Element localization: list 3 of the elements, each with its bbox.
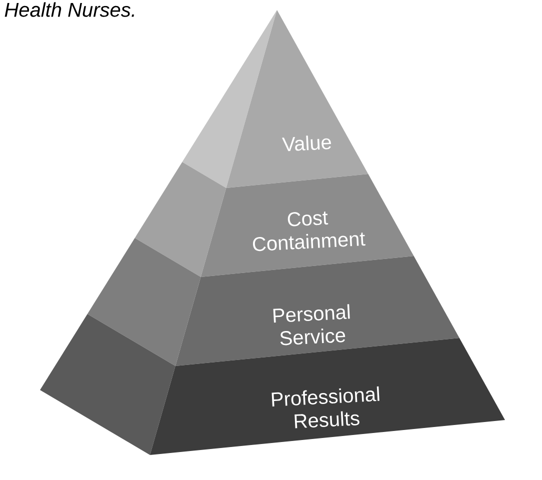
pyramid-layer: Value — [182, 10, 368, 188]
pyramid-layer: Cost Containment — [134, 162, 414, 277]
caption-text: Health Nurses. — [4, 2, 134, 17]
